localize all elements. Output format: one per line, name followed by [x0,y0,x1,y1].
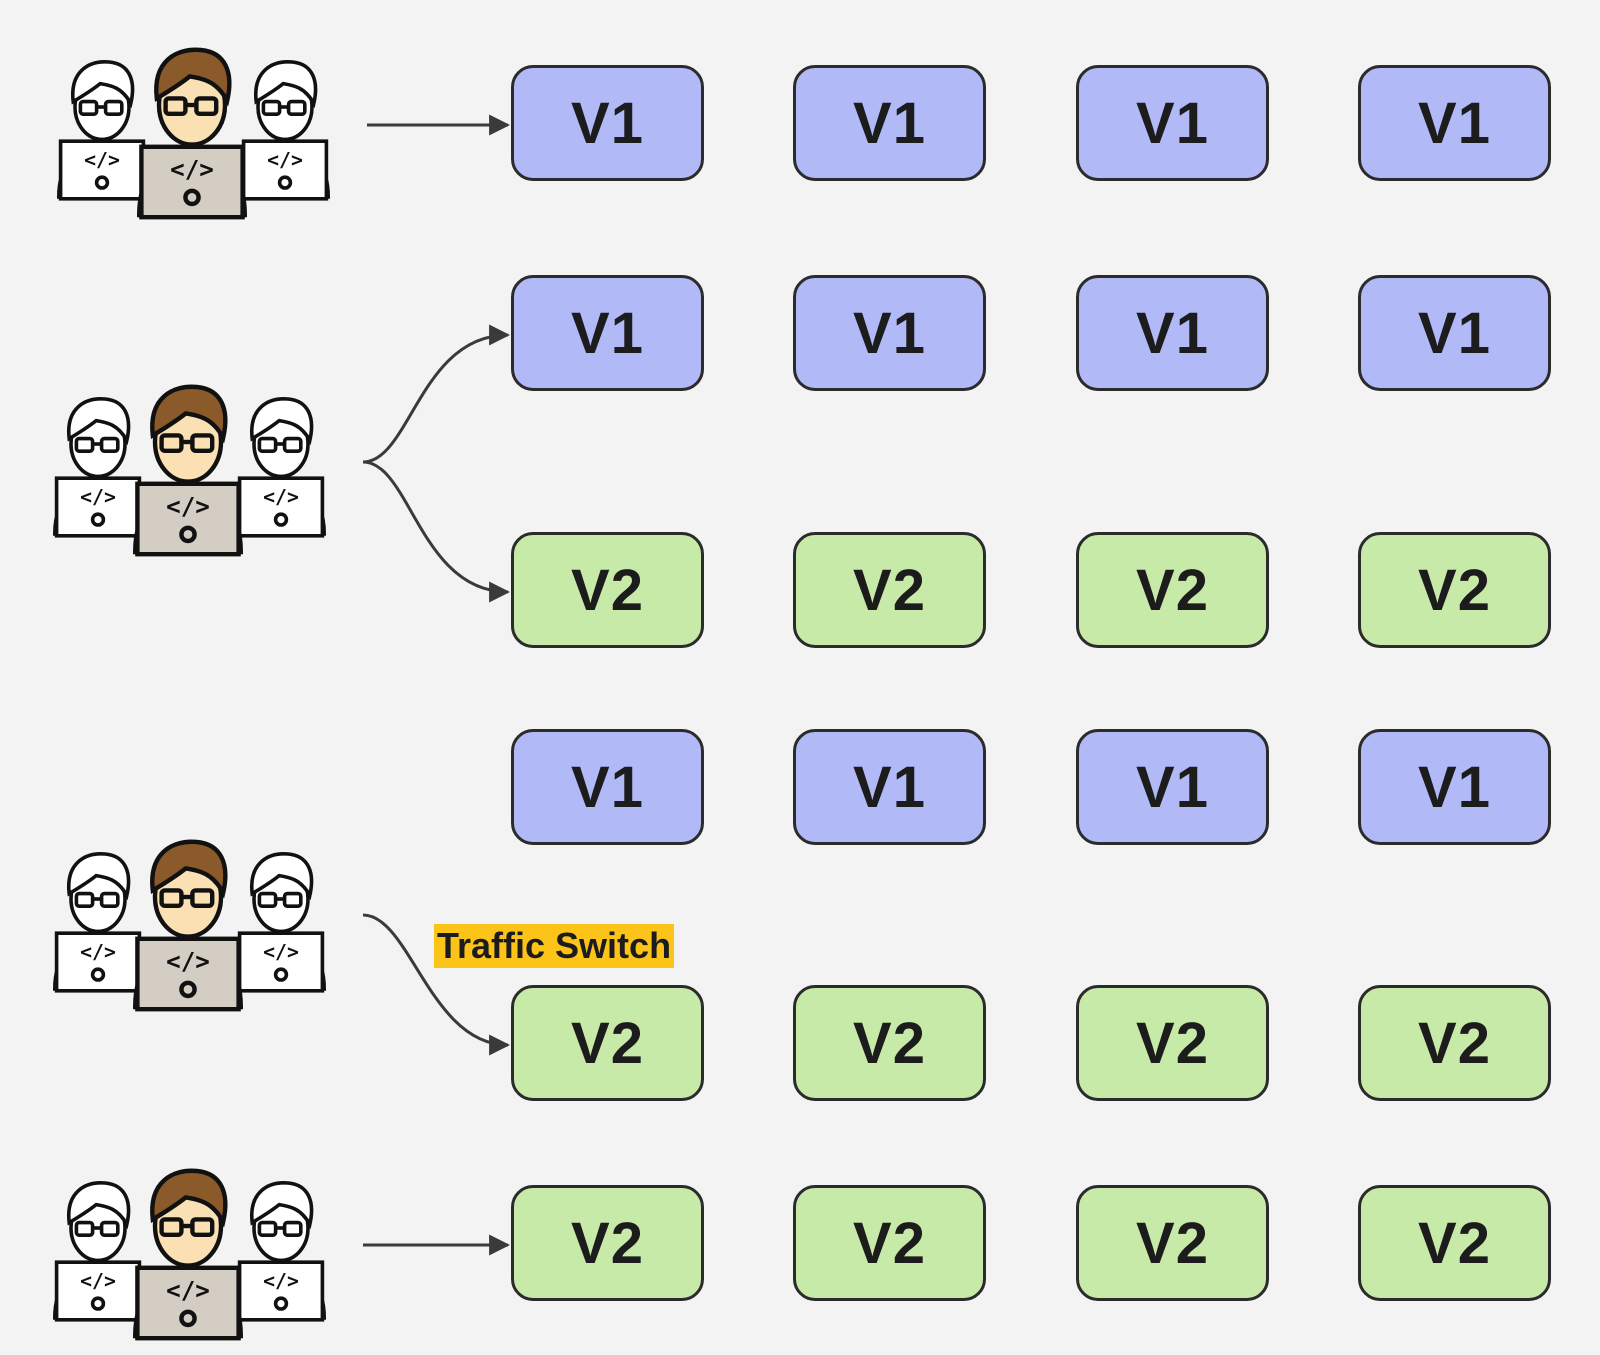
developer-group-icon: </> </> </> [26,817,366,1017]
v1-instance: V1 [511,275,704,391]
v2-instance: V2 [1076,985,1269,1101]
developer-group-icon: </> </> </> [52,839,327,1012]
v1-instance: V1 [1076,729,1269,845]
v2-instance: V2 [1358,985,1551,1101]
svg-text:</>: </> [80,1269,116,1292]
v2-instance: V2 [1358,1185,1551,1301]
svg-text:</>: </> [267,148,303,171]
v2-instance: V2 [1358,532,1551,648]
v1-instance: V1 [793,65,986,181]
developer-group-icon: </> </> </> [26,1146,366,1346]
arrow-stage3-to-v2 [362,913,511,1056]
v1-instance: V1 [511,65,704,181]
v1-instance: V1 [1076,65,1269,181]
v2-instance: V2 [511,532,704,648]
developer-group-icon: </> </> </> [56,47,331,220]
svg-text:</>: </> [80,485,116,508]
v1-instance: V1 [1358,729,1551,845]
v1-instance: V1 [793,729,986,845]
v1-instance: V1 [511,729,704,845]
v1-instance: V1 [1358,65,1551,181]
svg-text:</>: </> [166,1277,210,1305]
developer-group-icon: </> </> </> [26,362,366,562]
v2-instance: V2 [511,985,704,1101]
svg-text:</>: </> [84,148,120,171]
svg-text:</>: </> [166,948,210,976]
v2-instance: V2 [511,1185,704,1301]
developer-group-icon: </> </> </> [30,25,370,225]
v2-instance: V2 [793,532,986,648]
svg-text:</>: </> [263,940,299,963]
traffic-switch-label: Traffic Switch [434,924,675,968]
svg-text:</>: </> [263,1269,299,1292]
arrow-stage2-to-v1 [362,324,511,464]
developer-group-icon: </> </> </> [52,384,327,557]
v1-instance: V1 [793,275,986,391]
v1-instance: V1 [1076,275,1269,391]
v2-instance: V2 [1076,1185,1269,1301]
v1-instance: V1 [1358,275,1551,391]
developer-group-icon: </> </> </> [52,1168,327,1341]
svg-text:</>: </> [166,493,210,521]
v2-instance: V2 [793,1185,986,1301]
svg-text:</>: </> [170,156,214,184]
v2-instance: V2 [793,985,986,1101]
svg-text:</>: </> [263,485,299,508]
v2-instance: V2 [1076,532,1269,648]
svg-text:</>: </> [80,940,116,963]
arrow-stage2-to-v2 [362,460,511,603]
